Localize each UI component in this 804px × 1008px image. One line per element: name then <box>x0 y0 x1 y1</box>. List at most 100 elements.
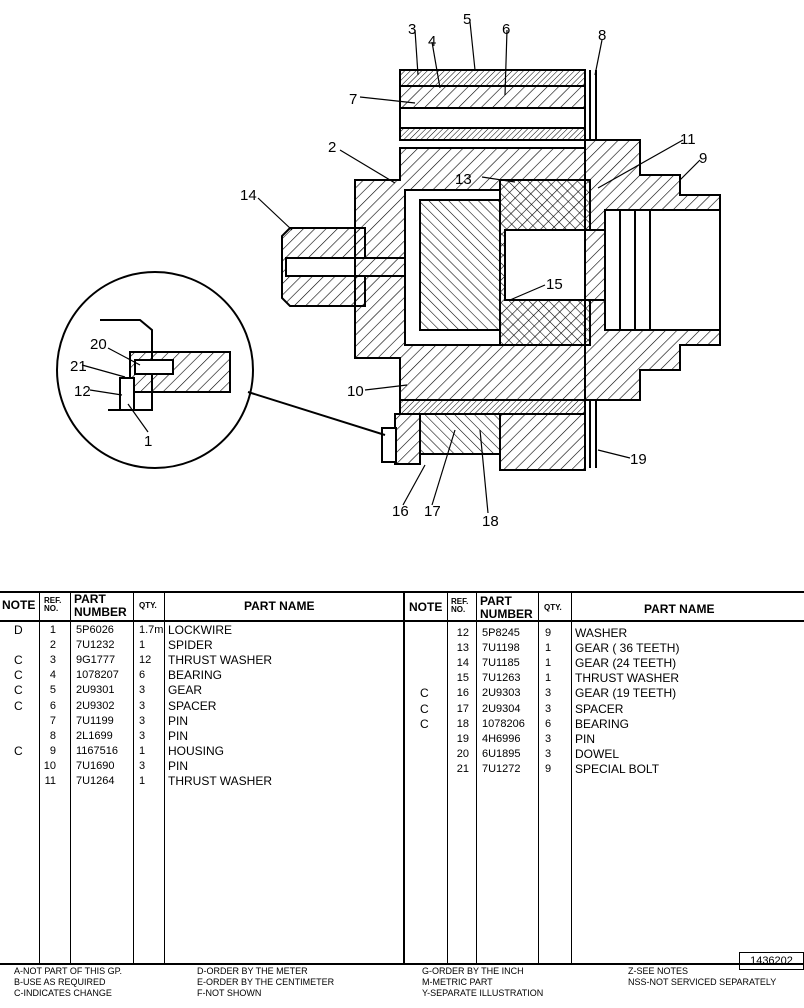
qty-cell: 1 <box>545 672 552 685</box>
legend-item: Y-SEPARATE ILLUSTRATION <box>422 988 544 998</box>
callout-11: 11 <box>680 131 696 148</box>
part-number-cell: 2U9301 <box>76 684 115 697</box>
legend-col-1: A-NOT PART OF THIS GP. B-USE AS REQUIRED… <box>14 966 122 999</box>
ref-cell: 5 <box>49 684 56 697</box>
part-name-cell: SPECIAL BOLT <box>575 761 660 776</box>
callout-21: 21 <box>70 358 87 375</box>
callout-2: 2 <box>328 139 336 156</box>
qty-cell: 3 <box>545 747 552 760</box>
part-number-cell: 7U1232 <box>76 639 115 652</box>
legend-item: C-INDICATES CHANGE <box>14 988 112 998</box>
part-name-cell: GEAR <box>168 683 203 698</box>
note-cell: C <box>14 683 23 698</box>
qty-cell: 9 <box>545 627 552 639</box>
callout-14: 14 <box>240 187 257 204</box>
note-cell: C <box>420 716 429 731</box>
header-refno-left: REF. NO. <box>44 596 62 613</box>
callout-1: 1 <box>144 433 152 450</box>
qty-cell: 3 <box>139 684 146 697</box>
part-number-cell: 5P6026 <box>76 624 114 636</box>
part-name-cell: PIN <box>168 713 189 728</box>
header-partnumber-right: PART NUMBER <box>480 594 533 621</box>
qty-cell: 1 <box>139 639 146 652</box>
header-qty-right: QTY. <box>544 603 562 612</box>
legend-item: B-USE AS REQUIRED <box>14 977 106 987</box>
ref-cell: 20 <box>456 747 469 760</box>
legend-item: M-METRIC PART <box>422 977 493 987</box>
qty-cell: 3 <box>139 729 146 742</box>
qty-cell: 12 <box>139 654 152 667</box>
part-number-cell: 7U1264 <box>76 775 115 787</box>
callout-18: 18 <box>482 513 499 530</box>
part-name-cell: THRUST WASHER <box>168 774 273 788</box>
part-number-cell: 1078206 <box>482 717 525 730</box>
part-name-cell: PIN <box>168 758 189 773</box>
part-name-cell: GEAR (24 TEETH) <box>575 656 677 671</box>
ref-cell: 16 <box>456 687 469 700</box>
part-number-cell: 7U1185 <box>482 657 520 670</box>
part-name-cell: HOUSING <box>168 743 225 758</box>
qty-cell: 6 <box>139 669 146 682</box>
note-cell: C <box>14 743 23 758</box>
callout-8: 8 <box>598 27 606 44</box>
note-cell: C <box>420 701 429 716</box>
header-qty-left: QTY. <box>139 601 157 610</box>
note-cell: C <box>14 698 23 713</box>
part-number-cell: 4H6996 <box>482 732 521 745</box>
part-number-cell: 1167516 <box>76 744 119 757</box>
ref-cell: 9 <box>49 744 56 757</box>
ref-cell: 2 <box>49 639 56 652</box>
callout-19: 19 <box>630 451 647 468</box>
part-name-cell: GEAR (19 TEETH) <box>575 686 677 701</box>
part-number-cell: 7U1199 <box>76 714 114 727</box>
callout-12: 12 <box>74 383 91 400</box>
ref-cell: 3 <box>49 654 56 667</box>
legend-col-3: G-ORDER BY THE INCH M-METRIC PART Y-SEPA… <box>422 966 543 999</box>
parts-table: NOTE REF. NO. PART NUMBER QTY. PART NAME… <box>0 591 804 965</box>
ref-cell: 12 <box>456 627 469 639</box>
part-name-cell: SPACER <box>168 698 217 713</box>
part-name-cell: THRUST WASHER <box>168 653 273 668</box>
qty-cell: 1.7m <box>139 624 164 636</box>
legend-item: F-NOT SHOWN <box>197 988 262 998</box>
ref-cell: 14 <box>456 657 469 670</box>
legend-col-4: Z-SEE NOTES NSS-NOT SERVICED SEPARATELY <box>628 966 776 988</box>
part-number-cell: 2U9303 <box>482 687 521 700</box>
qty-cell: 3 <box>139 699 146 712</box>
qty-cell: 6 <box>545 717 552 730</box>
callout-3: 3 <box>408 21 416 38</box>
part-name-cell: THRUST WASHER <box>575 671 680 686</box>
qty-cell: 3 <box>545 702 552 715</box>
legend-item: Z-SEE NOTES <box>628 966 689 976</box>
ref-cell: 4 <box>49 669 56 682</box>
callout-13: 13 <box>455 171 472 188</box>
ref-cell: 11 <box>44 775 56 787</box>
qty-cell: 1 <box>545 642 552 655</box>
legend-item: A-NOT PART OF THIS GP. <box>14 966 123 976</box>
callout-17: 17 <box>424 503 441 520</box>
legend-item: G-ORDER BY THE INCH <box>422 966 524 976</box>
part-number-cell: 9G1777 <box>76 654 116 667</box>
qty-cell: 1 <box>139 744 146 757</box>
callout-9: 9 <box>699 150 707 167</box>
part-name-cell: DOWEL <box>575 746 620 761</box>
part-name-cell: PIN <box>575 731 596 746</box>
qty-cell: 1 <box>139 775 146 787</box>
qty-cell: 1 <box>545 657 552 670</box>
note-cell: D <box>14 623 23 637</box>
part-number-cell: 2L1699 <box>76 729 113 742</box>
header-partname-left: PART NAME <box>244 599 315 613</box>
callout-labels: 1 2 3 4 5 6 7 8 9 10 11 12 13 14 15 16 1… <box>70 11 707 530</box>
ref-cell: 8 <box>49 729 56 742</box>
legend-item: NSS-NOT SERVICED SEPARATELY <box>628 977 777 987</box>
part-name-cell: BEARING <box>575 716 630 731</box>
legend-col-2: D-ORDER BY THE METER E-ORDER BY THE CENT… <box>197 966 334 999</box>
ref-cell: 15 <box>456 672 469 685</box>
header-partnumber-left: PART NUMBER <box>74 592 127 619</box>
note-cell: C <box>420 686 429 701</box>
part-number-cell: 7U1198 <box>482 642 520 655</box>
ref-cell: 18 <box>456 717 469 730</box>
callout-6: 6 <box>502 21 510 38</box>
header-note-left: NOTE <box>2 598 36 612</box>
qty-cell: 3 <box>139 714 146 727</box>
